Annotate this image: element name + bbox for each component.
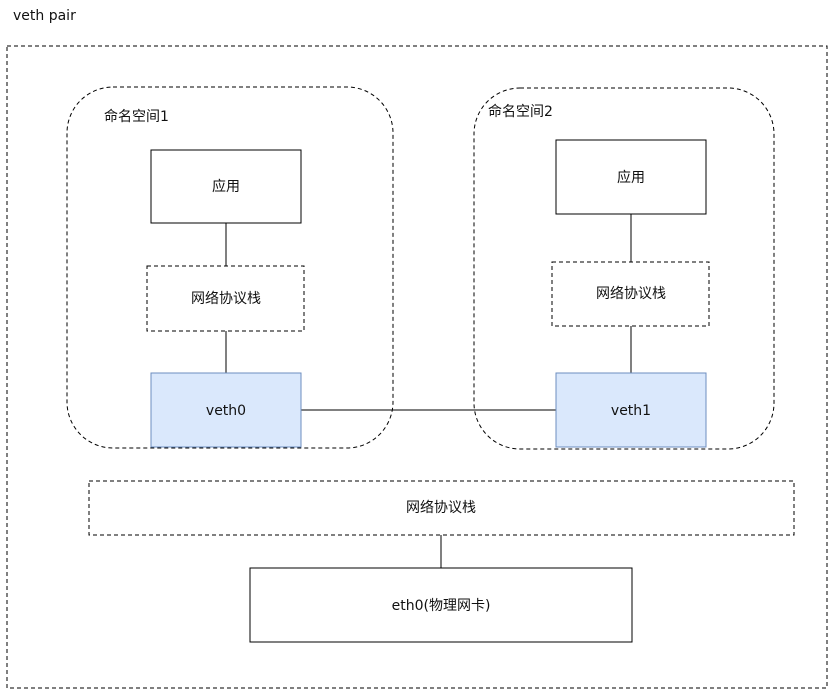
ns2-stack-label: 网络协议栈 <box>596 286 666 302</box>
ns1-app-box <box>150 149 302 224</box>
ns1-stack-box <box>146 265 305 332</box>
host-stack-label: 网络协议栈 <box>406 500 476 516</box>
diagram-title: veth pair <box>13 8 76 24</box>
ns2-app-label: 应用 <box>617 169 645 186</box>
veth1-label: veth1 <box>611 403 651 419</box>
nic-box <box>249 567 633 643</box>
nic-label: eth0(物理网卡) <box>392 598 491 614</box>
veth0-box <box>150 372 302 448</box>
namespace1-label: 命名空间1 <box>104 108 169 125</box>
ns1-stack-label: 网络协议栈 <box>191 291 261 307</box>
veth0-label: veth0 <box>206 403 246 419</box>
namespace1-container <box>66 86 394 449</box>
veth1-box <box>555 372 707 448</box>
host-stack-box <box>88 480 795 536</box>
ns2-stack-box <box>551 261 710 327</box>
namespace2-label: 命名空间2 <box>488 103 553 120</box>
ns2-app-box <box>555 139 707 215</box>
namespace2-container <box>473 87 775 450</box>
host-container <box>6 45 828 689</box>
ns1-app-label: 应用 <box>212 178 240 195</box>
